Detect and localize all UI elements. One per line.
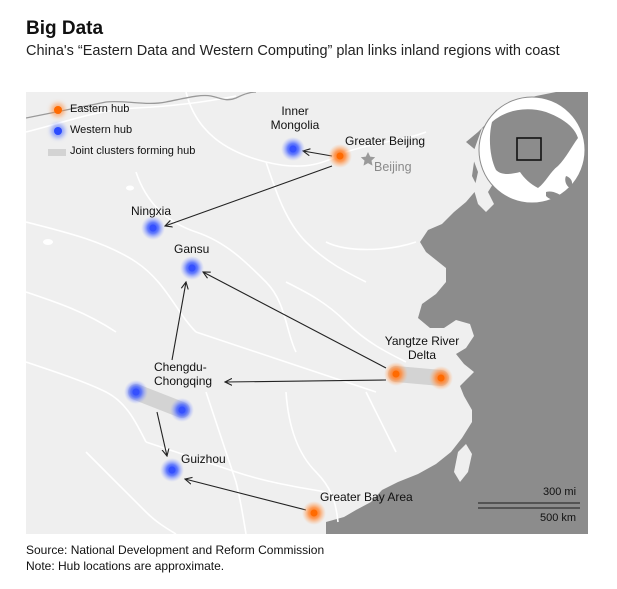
hainan-island bbox=[264, 520, 288, 534]
arrow-yangtze-to-chengdu bbox=[225, 380, 387, 382]
hub-gansu bbox=[180, 256, 204, 280]
hub-yangtze-1 bbox=[384, 362, 408, 386]
scale-bar bbox=[478, 502, 580, 509]
label-greater-bay: Greater Bay Area bbox=[320, 490, 413, 504]
map-subtitle: China's “Eastern Data and Western Comput… bbox=[26, 43, 560, 59]
hub-points bbox=[124, 137, 453, 525]
scale-km: 500 km bbox=[540, 512, 577, 524]
flow-arrows bbox=[156, 151, 387, 511]
map-title: Big Data bbox=[26, 18, 104, 39]
hub-chengdu-1 bbox=[124, 380, 148, 404]
peninsula-shape bbox=[422, 168, 464, 194]
hub-ningxia bbox=[141, 216, 165, 240]
lake bbox=[43, 239, 53, 245]
globe-locator-box bbox=[516, 137, 542, 161]
hub-chengdu-2 bbox=[170, 398, 194, 422]
arrow-beijing-to-ningxia bbox=[165, 165, 333, 226]
joint-cluster-icon bbox=[48, 149, 66, 156]
province-borders bbox=[26, 92, 427, 534]
arrow-beijing-to-innermongolia bbox=[303, 151, 333, 157]
hub-guizhou bbox=[160, 458, 184, 482]
eastern-hub-icon bbox=[54, 106, 62, 114]
beijing-star-icon bbox=[360, 152, 376, 166]
hub-yangtze-2 bbox=[429, 366, 453, 390]
map-panel: Eastern hub Western hub Joint clusters f… bbox=[26, 92, 588, 534]
hub-inner-mongolia bbox=[281, 137, 305, 161]
label-ningxia: Ningxia bbox=[131, 204, 172, 218]
label-inner-mongolia: Inner Mongolia bbox=[270, 104, 320, 132]
lake bbox=[126, 185, 134, 191]
footer-source: Source: National Development and Reform … bbox=[26, 543, 325, 557]
international-border bbox=[26, 92, 257, 119]
taiwan-island bbox=[454, 444, 472, 482]
label-greater-beijing: Greater Beijing bbox=[345, 134, 426, 148]
label-beijing: Beijing bbox=[374, 160, 412, 174]
label-chengdu: Chengdu- Chongqing bbox=[154, 360, 213, 388]
label-gansu: Gansu bbox=[174, 242, 210, 256]
scale-miles: 300 mi bbox=[543, 486, 577, 498]
arrow-chengdu-to-gansu bbox=[171, 282, 186, 361]
label-yangtze: Yangtze River Delta bbox=[384, 334, 460, 362]
map-canvas bbox=[26, 92, 588, 534]
footer-note: Note: Hub locations are approximate. bbox=[26, 559, 225, 573]
hub-greater-bay bbox=[302, 501, 326, 525]
arrow-yangtze-to-gansu bbox=[203, 272, 387, 369]
hub-greater-beijing bbox=[328, 144, 352, 168]
western-hub-icon bbox=[54, 127, 62, 135]
label-guizhou: Guizhou bbox=[181, 452, 226, 466]
globe-inset bbox=[478, 96, 586, 204]
arrow-greaterbay-to-guizhou bbox=[185, 479, 307, 511]
arrow-chengdu-to-guizhou bbox=[156, 411, 167, 456]
